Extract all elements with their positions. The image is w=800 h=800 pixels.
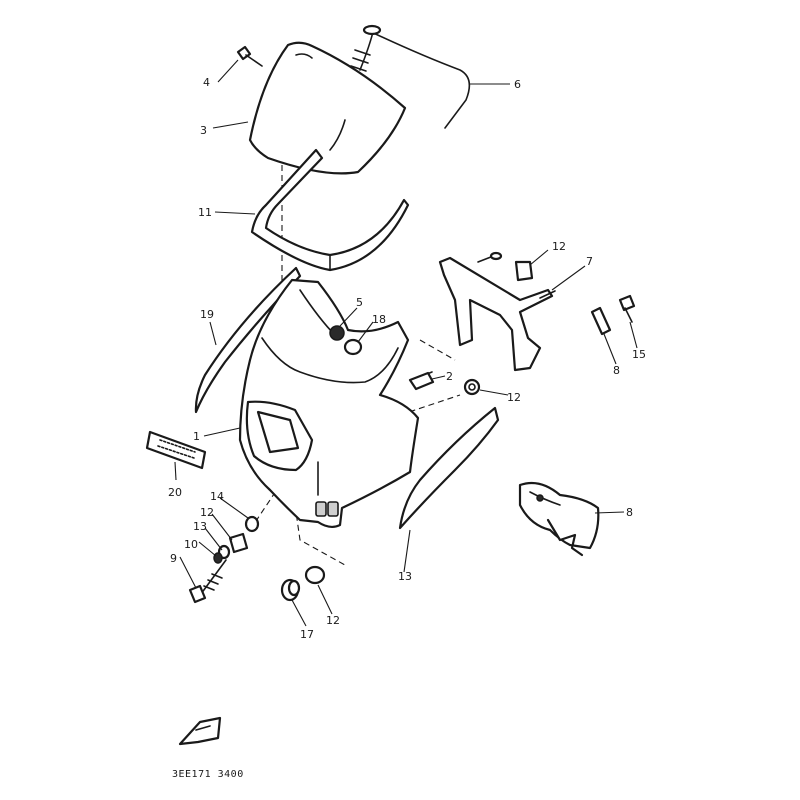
lower-stripe-part <box>398 406 500 530</box>
callout-6: 6 <box>514 78 521 91</box>
grommet-part-upper <box>514 260 534 282</box>
callout-12-upper: 12 <box>552 240 566 253</box>
front-arrow-icon <box>178 716 222 746</box>
callout-7: 7 <box>586 255 593 268</box>
bolt-part-right <box>618 294 636 323</box>
callout-9: 9 <box>170 552 177 565</box>
callout-12-mid: 12 <box>507 391 521 404</box>
callout-10: 10 <box>184 538 198 551</box>
callout-2: 2 <box>446 370 453 383</box>
callout-18: 18 <box>372 313 386 326</box>
callout-8-right: 8 <box>613 364 620 377</box>
callout-17: 17 <box>300 628 314 641</box>
callout-12-bottom: 12 <box>326 614 340 627</box>
callout-1: 1 <box>193 430 200 443</box>
fastener-stack <box>188 515 260 604</box>
plate-part <box>408 371 435 391</box>
grommet-part-mid <box>463 378 481 396</box>
clip-part <box>280 578 301 602</box>
grommet-part-lower <box>304 565 326 585</box>
callout-12-left: 12 <box>200 506 214 519</box>
cap-part <box>343 338 363 356</box>
callout-20: 20 <box>168 486 182 499</box>
callout-8-mirror: 8 <box>626 506 633 519</box>
nut-part <box>329 325 345 341</box>
callout-15: 15 <box>632 348 646 361</box>
main-fairing-part <box>238 278 433 529</box>
fairing-stay-part <box>438 251 556 372</box>
callout-5: 5 <box>356 296 363 309</box>
figure-code: 3EE171 3400 <box>172 769 244 780</box>
collar-part <box>590 306 612 336</box>
callout-13-left: 13 <box>193 520 207 533</box>
emblem-part <box>145 430 207 470</box>
leader-lines <box>174 59 638 627</box>
callout-labels: 4 3 6 11 12 7 19 5 18 2 12 8 15 1 20 14 … <box>168 76 646 641</box>
windscreen-part <box>248 41 407 175</box>
mirror-assembly-part <box>518 481 600 557</box>
grab-bar-part <box>350 24 471 129</box>
screw-part <box>236 45 263 67</box>
callout-14: 14 <box>210 490 224 503</box>
callout-11: 11 <box>198 206 212 219</box>
callout-13-lower: 13 <box>398 570 412 583</box>
callout-4: 4 <box>203 76 210 89</box>
callout-19: 19 <box>200 308 214 321</box>
callout-3: 3 <box>200 124 207 137</box>
windscreen-seal-part <box>250 148 410 272</box>
